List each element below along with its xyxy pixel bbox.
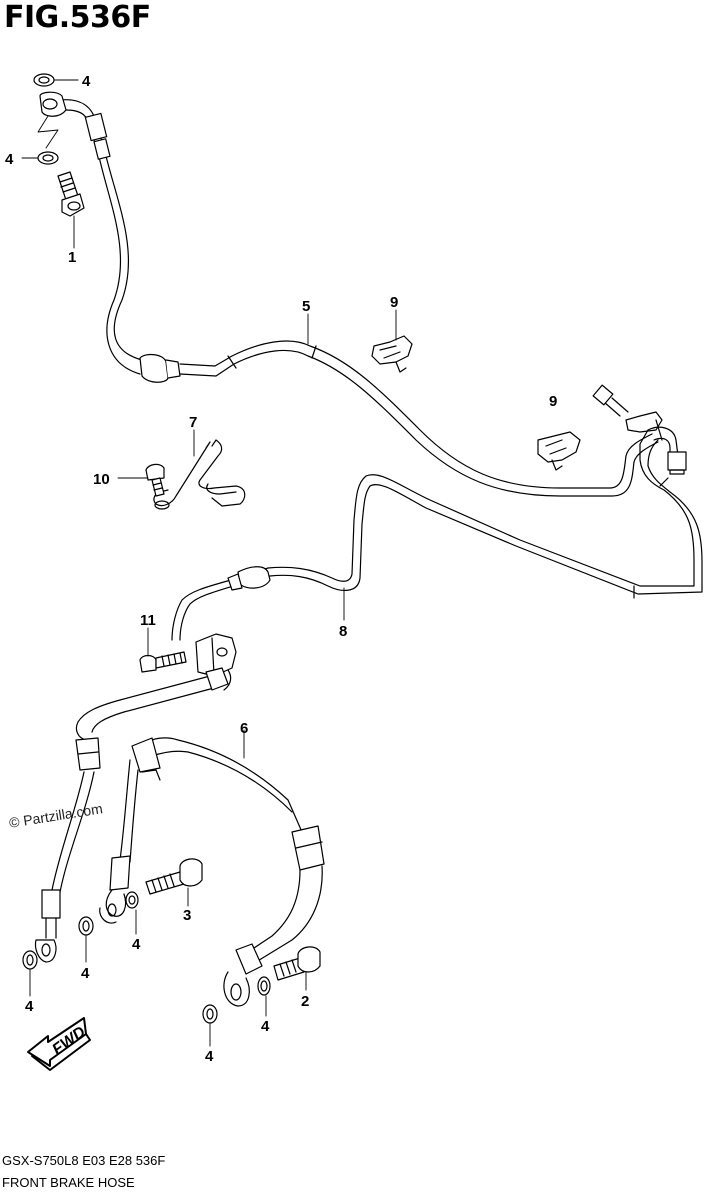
- callout-4-lower-right: 4: [261, 1018, 270, 1035]
- fwd-direction-arrow: [27, 1017, 91, 1071]
- brake-hose-8: [171, 426, 703, 641]
- three-way-joint: [195, 633, 237, 691]
- banjo-fitting-top: [33, 73, 67, 165]
- callout-5: 5: [302, 298, 310, 315]
- diagram-name: FRONT BRAKE HOSE: [2, 1175, 135, 1190]
- callout-9-right: 9: [549, 393, 557, 410]
- union-bolt-1: [57, 171, 85, 217]
- hose-clamp-9a: [371, 335, 413, 373]
- callout-1: 1: [68, 249, 76, 266]
- hose-clamp-9b: [537, 431, 581, 471]
- hose-bracket-7: [153, 439, 246, 510]
- callout-6: 6: [240, 720, 248, 737]
- callout-7: 7: [189, 414, 197, 431]
- callout-3: 3: [183, 907, 191, 924]
- callout-11: 11: [140, 612, 156, 629]
- callout-4-bottom-left: 4: [25, 998, 34, 1015]
- callout-4-lower-left: 4: [81, 965, 90, 982]
- leader-lines: [21, 79, 397, 1047]
- callout-4-mid-left: 4: [132, 936, 141, 953]
- brake-hose-5: [59, 99, 663, 497]
- callout-9-left: 9: [390, 294, 398, 311]
- callout-4-top: 4: [82, 73, 91, 90]
- brake-hose-6: [99, 737, 325, 1024]
- union-bolt-2: [273, 946, 321, 981]
- figure-title: FIG.536F: [4, 0, 151, 35]
- bolt-10: [145, 463, 165, 497]
- callout-8: 8: [339, 623, 347, 640]
- callout-2: 2: [301, 993, 309, 1010]
- union-bolt-3: [145, 858, 203, 895]
- callout-4-bottom-right: 4: [205, 1048, 214, 1065]
- brake-hose-left-caliper: [22, 667, 229, 970]
- bolt-11: [139, 651, 187, 673]
- callout-4-upper-left: 4: [5, 151, 14, 168]
- callout-10: 10: [93, 471, 110, 488]
- model-code: GSX-S750L8 E03 E28 536F: [2, 1153, 166, 1168]
